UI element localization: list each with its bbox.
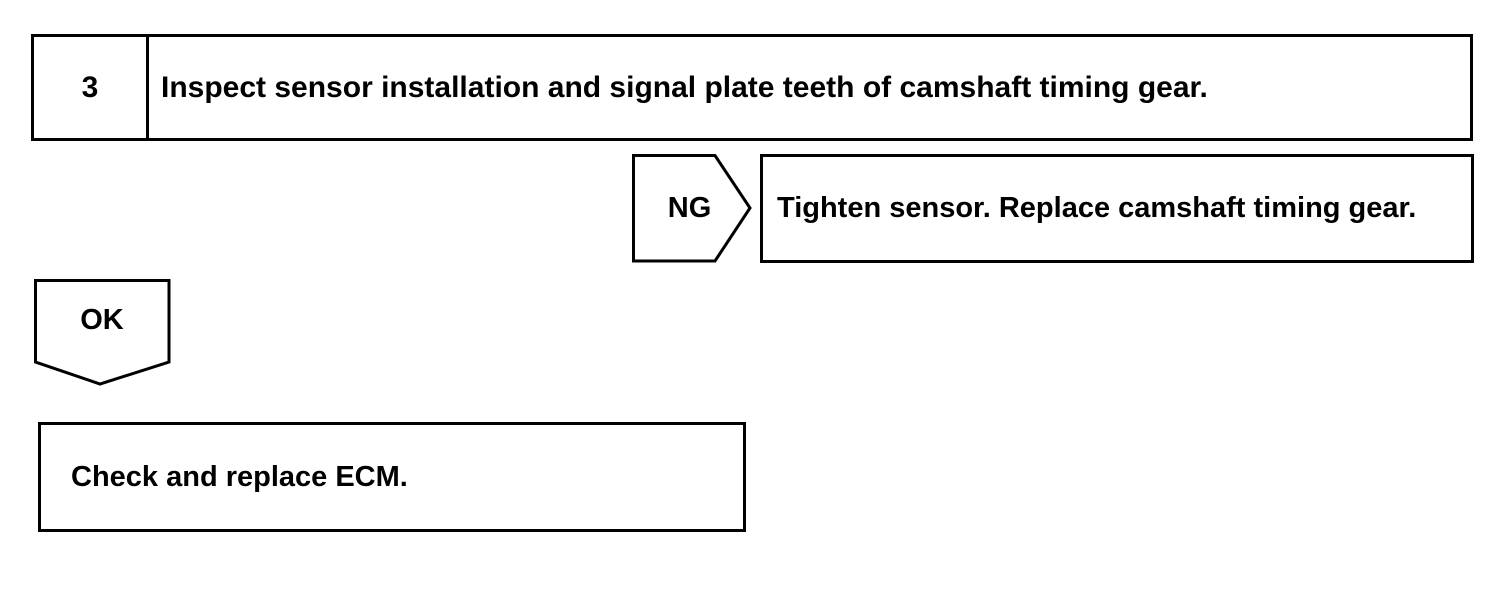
step-number: 3: [34, 37, 149, 138]
ok-action-box: Check and replace ECM.: [38, 422, 746, 532]
ok-label: OK: [80, 304, 124, 336]
step-3-box: 3 Inspect sensor installation and signal…: [31, 34, 1473, 141]
ng-label: NG: [667, 192, 712, 224]
ng-action-box: Tighten sensor. Replace camshaft timing …: [760, 154, 1474, 263]
ok-arrow-shape: [34, 279, 171, 386]
step-instruction: Inspect sensor installation and signal p…: [161, 70, 1208, 104]
ng-arrow-shape: [632, 154, 752, 263]
